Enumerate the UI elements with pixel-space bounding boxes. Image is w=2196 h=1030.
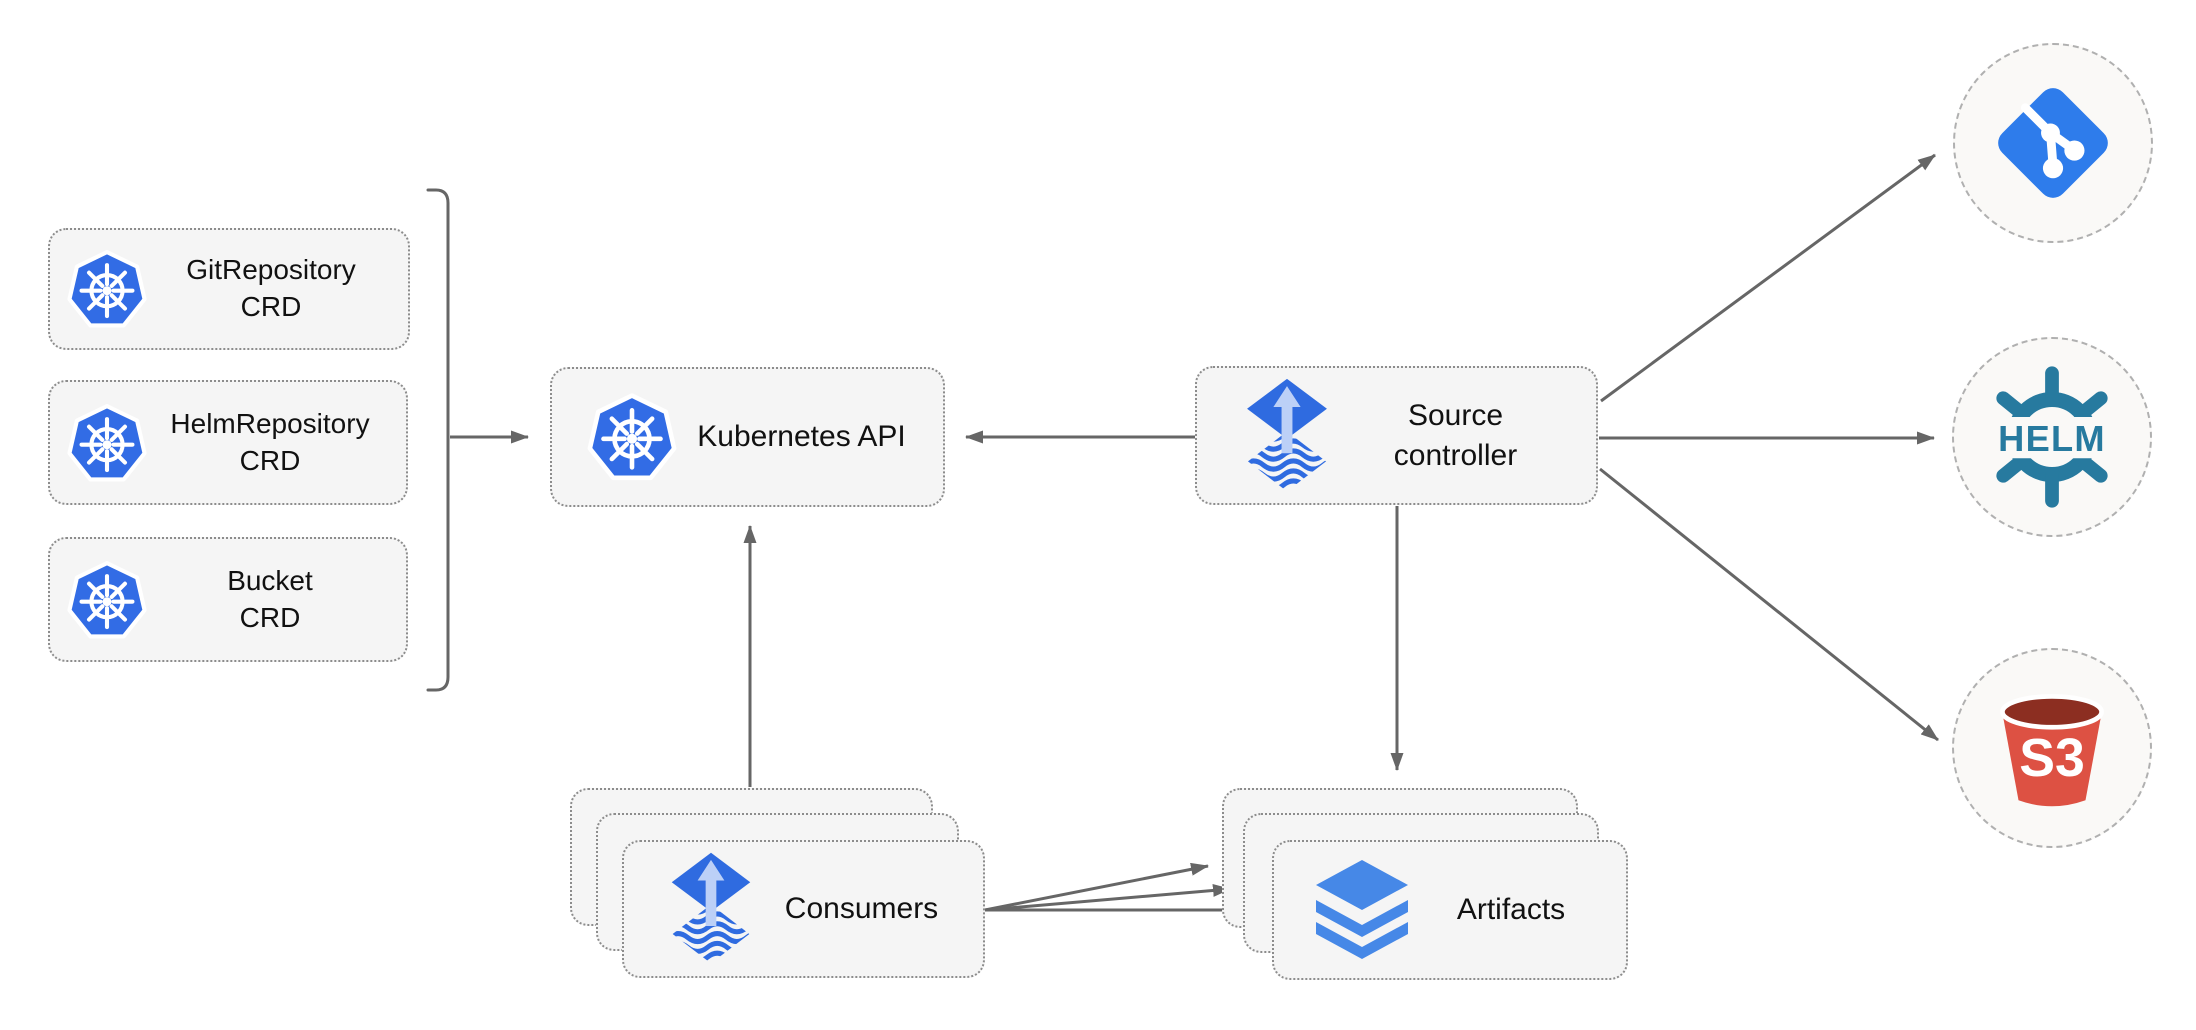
kubernetes-icon [67, 403, 147, 481]
node-bucket-crd: Bucket CRD [48, 537, 408, 662]
node-label: Source controller [1393, 398, 1518, 472]
kubernetes-icon [67, 250, 147, 328]
arrow-consumers-to-artifacts-2 [984, 883, 1231, 912]
node-source-controller: Source controller [1195, 366, 1598, 505]
node-label: Kubernetes API [697, 420, 906, 454]
node-artifacts: Artifacts [1272, 840, 1628, 980]
node-kubernetes-api: Kubernetes API [550, 367, 945, 507]
kubernetes-icon [587, 393, 677, 481]
crd-group-bracket [426, 188, 450, 692]
helm-label: HELM [1998, 418, 2106, 459]
arrow-source-controller-to-git [1600, 153, 1936, 403]
node-consumers: Consumers [622, 840, 985, 978]
endpoint-helm: HELM [1952, 337, 2152, 537]
arrow-source-controller-to-s3 [1599, 467, 1939, 742]
node-label: GitRepository CRD [186, 254, 356, 322]
node-label: Consumers [784, 892, 939, 926]
layers-icon [1316, 860, 1408, 959]
kubernetes-icon [67, 560, 147, 638]
node-label: Bucket CRD [227, 564, 313, 633]
node-helmrepository-crd: HelmRepository CRD [48, 380, 408, 505]
node-label: HelmRepository CRD [170, 407, 370, 476]
flux-icon [671, 852, 751, 964]
arrow-consumers-to-artifacts-1 [984, 862, 1209, 912]
node-gitrepository-crd: GitRepository CRD [48, 228, 410, 350]
s3-bucket-icon: S3 [2000, 694, 2104, 807]
node-label: Artifacts [1456, 893, 1566, 927]
s3-label: S3 [2019, 728, 2085, 788]
flux-icon [1247, 378, 1327, 491]
endpoint-s3: S3 [1952, 648, 2152, 848]
helm-icon: HELM [1984, 366, 2120, 508]
endpoint-git [1953, 43, 2153, 243]
git-icon [1998, 88, 2108, 198]
